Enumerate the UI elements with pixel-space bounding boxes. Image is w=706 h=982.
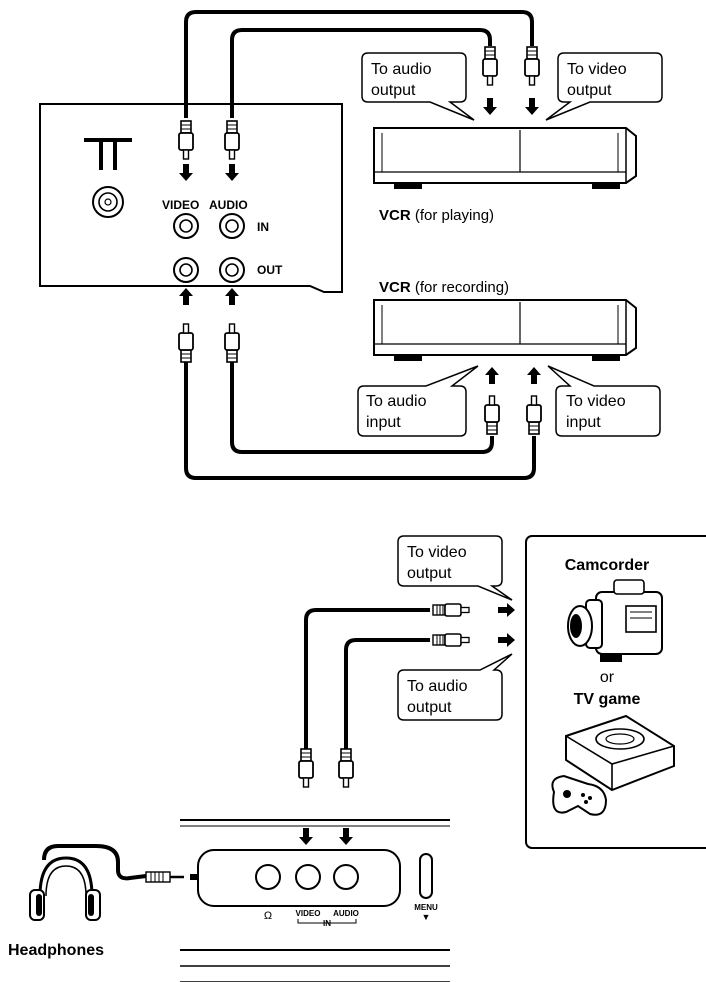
tv-out-label: OUT [257, 263, 283, 277]
svg-text:To video: To video [567, 61, 627, 78]
arrow-from-vcr-video [525, 98, 539, 115]
camcorder-icon [567, 579, 663, 662]
audio-out-jack [219, 257, 245, 283]
svg-text:output: output [567, 82, 612, 99]
plug-vcr-video-output [524, 46, 540, 86]
top-cables [184, 10, 536, 480]
svg-text:input: input [366, 414, 401, 431]
vcr-playing-unit [373, 127, 637, 190]
callout-to-video-output: To video output [545, 52, 663, 121]
svg-text:output: output [407, 699, 452, 716]
front-in-label: IN [323, 919, 331, 928]
plug-device-video-output [432, 603, 470, 617]
front-audio-label: AUDIO [333, 909, 359, 918]
antenna-terminal-icon [84, 138, 132, 218]
svg-text:output: output [407, 565, 452, 582]
tv-audio-label: AUDIO [209, 198, 248, 212]
headphone-symbol: Ω [264, 910, 272, 922]
camcorder-label: Camcorder [565, 557, 649, 574]
svg-text:To audio: To audio [371, 61, 432, 78]
plug-device-audio-output [432, 633, 470, 647]
tv-game-console-icon [551, 714, 675, 816]
callout-to-audio-input: To audio input [357, 365, 479, 437]
cable-vcr-audio-to-tv [230, 28, 492, 118]
or-label: or [600, 669, 615, 686]
bottom-cables [42, 608, 430, 881]
arrow-from-video-out [179, 288, 193, 305]
menu-button[interactable] [419, 853, 433, 899]
video-out-jack [173, 257, 199, 283]
tv-video-label: VIDEO [162, 198, 199, 212]
front-video-jack [295, 864, 321, 890]
callout-bottom-to-audio-output: To audio output [397, 653, 513, 721]
callout-bottom-to-video-output: To video output [397, 535, 513, 601]
plug-vcr-video-input [526, 395, 542, 435]
callout-to-audio-output: To audio output [361, 52, 475, 121]
cable-video-in [304, 608, 430, 750]
vcr-recording-unit [373, 299, 637, 362]
arrow-to-vcr-video [527, 367, 541, 384]
arrow-from-vcr-audio [483, 98, 497, 115]
cable-headphones [42, 844, 147, 881]
tv-front-panel: Ω VIDEO AUDIO IN MENU ▼ [180, 819, 450, 982]
front-video-label: VIDEO [296, 909, 321, 918]
svg-text:To video: To video [566, 393, 626, 410]
headphones-label: Headphones [8, 942, 104, 959]
svg-text:output: output [371, 82, 416, 99]
tv-in-label: IN [257, 220, 269, 234]
plug-vcr-audio-input [484, 395, 500, 435]
headphone-jack [255, 864, 281, 890]
video-in-jack [173, 213, 199, 239]
front-audio-jack [333, 864, 359, 890]
arrow-video-to-device [498, 603, 515, 617]
headphones-icon [29, 856, 101, 921]
arrow-audio-to-device [498, 633, 515, 647]
plug-video-out [178, 323, 194, 363]
cable-tv-video-to-vcr [184, 338, 536, 480]
svg-text:input: input [566, 414, 601, 431]
callout-to-video-input: To video input [547, 365, 661, 437]
cable-vcr-video-to-tv [184, 10, 534, 118]
vcr-recording-label: VCR (for recording) [379, 279, 509, 296]
arrow-to-vcr-audio [485, 367, 499, 384]
plug-front-audio-in [338, 748, 354, 788]
arrow-into-front-video [299, 828, 313, 845]
arrow-into-front-audio [339, 828, 353, 845]
cable-tv-audio-to-vcr [230, 338, 494, 454]
plug-front-video-in [298, 748, 314, 788]
tv-game-label: TV game [574, 691, 641, 708]
vcr-playing-label: VCR (for playing) [379, 207, 494, 224]
svg-text:To video: To video [407, 544, 467, 561]
tv-rear-panel: VIDEO AUDIO IN OUT [39, 103, 343, 293]
headphone-plug [145, 871, 184, 883]
plug-vcr-audio-output [482, 46, 498, 86]
svg-text:To audio: To audio [366, 393, 427, 410]
arrow-from-audio-out [225, 288, 239, 305]
menu-label: MENU [414, 903, 438, 912]
cable-audio-in [344, 638, 430, 750]
plug-audio-out [224, 323, 240, 363]
menu-arrow-icon: ▼ [422, 912, 431, 922]
svg-text:To audio: To audio [407, 678, 468, 695]
audio-in-jack [219, 213, 245, 239]
